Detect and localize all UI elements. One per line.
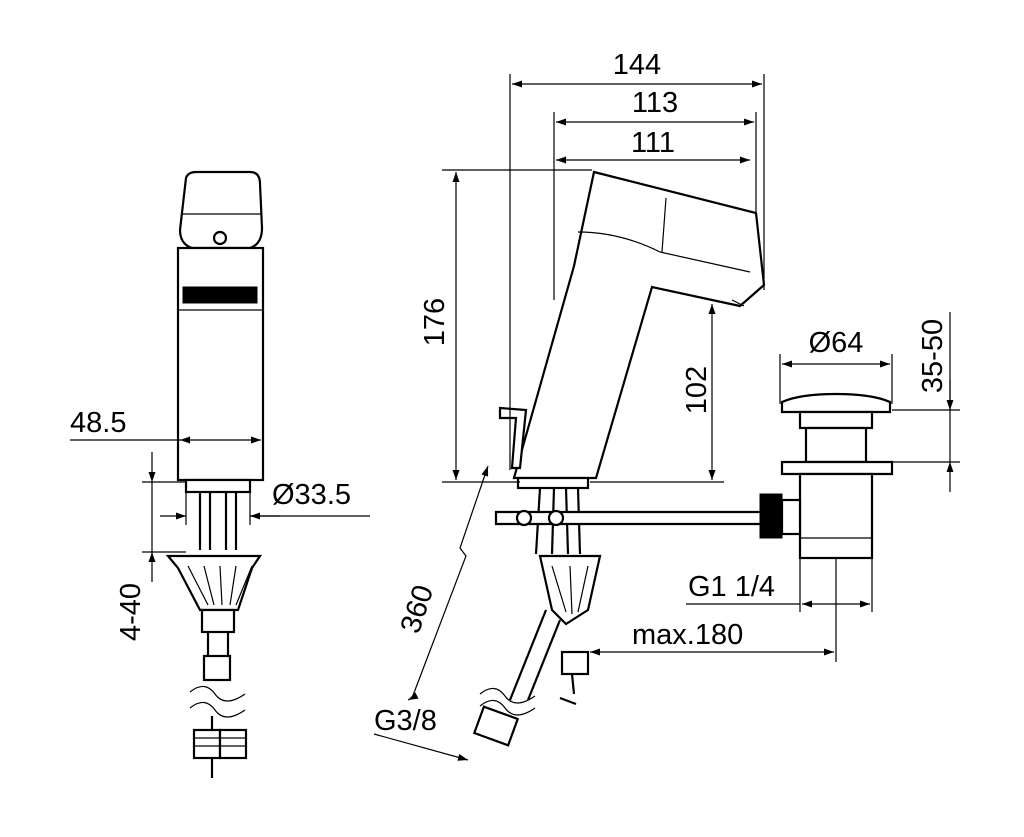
dim-360: 360 [395, 581, 440, 637]
dim-176: 176 [419, 298, 451, 346]
waste-drain [759, 392, 894, 560]
dim-144: 144 [613, 49, 661, 81]
dimension-lines [70, 74, 960, 761]
dim-diameter-64: Ø64 [809, 327, 864, 359]
dim-48-5: 48.5 [70, 407, 126, 439]
side-view-faucet [472, 170, 768, 747]
dim-113: 113 [632, 87, 678, 119]
dim-g3-8: G3/8 [374, 705, 437, 737]
dim-35-50: 35-50 [917, 319, 949, 393]
dim-max-180: max.180 [632, 619, 743, 651]
dim-102: 102 [681, 366, 713, 414]
dim-g1-1-4: G1 1/4 [688, 571, 775, 603]
front-view-faucet [165, 170, 265, 778]
dim-4-40: 4-40 [115, 583, 147, 641]
dim-111: 111 [631, 127, 675, 159]
dim-diameter-33-5: Ø33.5 [272, 479, 351, 511]
